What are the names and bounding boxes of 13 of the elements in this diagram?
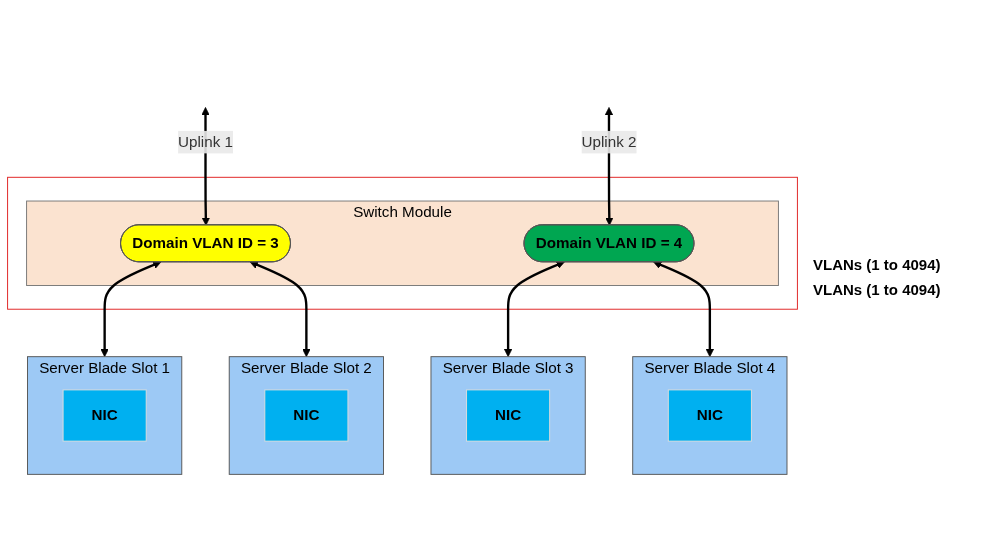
node-box: NIC — [667, 389, 752, 442]
vlan-range-label: VLANs (1 to 4094) — [813, 280, 942, 298]
vlan-range-label: VLANs (1 to 4094) — [813, 255, 942, 273]
arrow — [503, 261, 565, 358]
arrow — [100, 261, 162, 358]
edge-label: Uplink 1 — [178, 133, 233, 150]
node-box: NIC — [62, 389, 147, 442]
node-box: NIC — [264, 389, 349, 442]
arrow — [653, 261, 715, 358]
edge-label: Uplink 2 — [581, 133, 637, 150]
cluster — [7, 176, 798, 310]
node-box: NIC — [466, 389, 551, 442]
arrow — [249, 261, 311, 358]
